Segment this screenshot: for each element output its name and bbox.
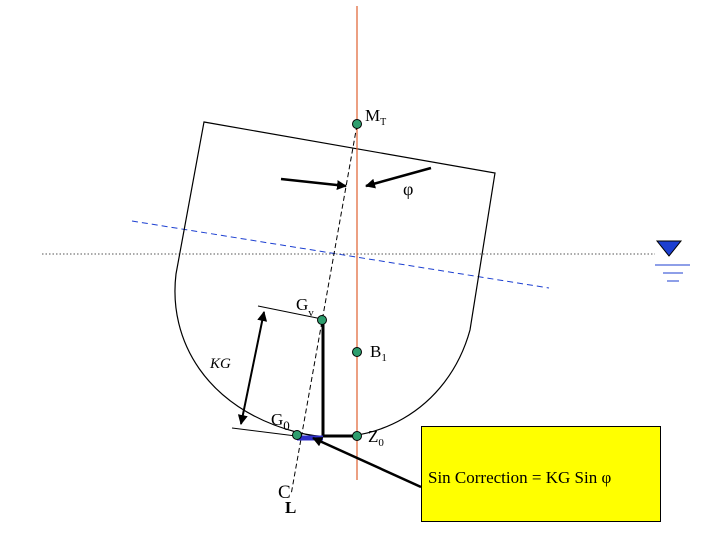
centerline-l-label: L: [285, 498, 296, 517]
heeled-waterline: [131, 220, 550, 289]
virtual-g-point: [317, 315, 327, 325]
initial-g-label: G0: [271, 410, 290, 433]
hull-outline: [174, 121, 496, 438]
kg-dimension-arrow: [237, 311, 268, 425]
kg-extension-bottom: [231, 427, 297, 437]
callout-leader: [312, 436, 422, 489]
sin-correction-callout: Sin Correction = KG Sin φ: [421, 426, 661, 522]
z-point: [352, 431, 362, 441]
sin-correction-text: Sin Correction = KG Sin φ: [428, 468, 612, 487]
metacentre-point: [352, 119, 362, 129]
initial-g-point: [292, 430, 302, 440]
z-label: Z0: [368, 427, 384, 449]
waterline-marker-icon: [655, 240, 690, 282]
heel-arrow-left: [280, 177, 347, 191]
centerline-c-label: C: [278, 482, 291, 503]
heel-angle-label: φ: [403, 179, 413, 199]
buoyancy-point: [352, 347, 362, 357]
heel-arrow-right: [365, 166, 432, 189]
virtual-g-label: Gv: [296, 295, 314, 319]
kg-extension-top: [257, 305, 323, 320]
metacentre-label: MT: [365, 106, 386, 128]
kg-label: KG: [209, 356, 231, 372]
buoyancy-label: B1: [370, 342, 387, 364]
ship-centerline: [290, 124, 358, 496]
